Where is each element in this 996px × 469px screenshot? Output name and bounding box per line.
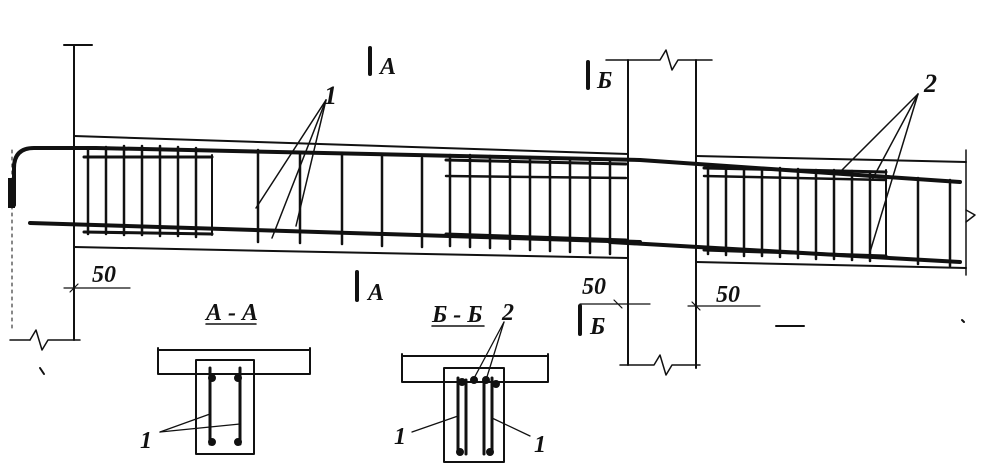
- center-right-stirrup-cage: [702, 164, 888, 263]
- section-b-bottom-label: Б: [589, 314, 605, 340]
- section-a-top-label: А: [378, 54, 396, 80]
- bb-callout-1-right: 1: [534, 432, 546, 458]
- labels: 1 2 А А Б Б 50 50 50 А - А Б - Б 1 2 1 1: [92, 54, 937, 458]
- left-stirrup-cage: [82, 144, 214, 239]
- dim-50-mid: 50: [582, 274, 606, 300]
- bb-callout-1-left: 1: [394, 424, 406, 450]
- section-markers: [355, 46, 590, 336]
- left-support: [8, 44, 93, 351]
- section-b-top-label: Б: [596, 68, 612, 94]
- stray-marks: [39, 319, 965, 375]
- dim-50-left: 50: [92, 262, 116, 288]
- dimension-lines: [63, 249, 761, 311]
- section-aa-title: А - А: [204, 300, 258, 326]
- section-bb-drawing: [401, 321, 549, 463]
- callout-leaders: [255, 93, 919, 253]
- beam-outline: [73, 135, 976, 276]
- center-left-stirrup-cage: [444, 153, 628, 256]
- aa-callout-1: 1: [140, 428, 152, 454]
- bb-callout-2: 2: [501, 300, 514, 326]
- main-longitudinal-bars: [12, 146, 962, 264]
- center-column: [605, 49, 713, 376]
- section-a-bottom-label: А: [366, 280, 384, 306]
- dim-50-right: 50: [716, 282, 740, 308]
- section-bb-title: Б - Б: [431, 302, 482, 328]
- section-aa-drawing: [157, 323, 311, 455]
- callout-1-label: 1: [324, 81, 337, 110]
- callout-2-label: 2: [923, 69, 937, 98]
- right-end-stirrups: [916, 176, 952, 268]
